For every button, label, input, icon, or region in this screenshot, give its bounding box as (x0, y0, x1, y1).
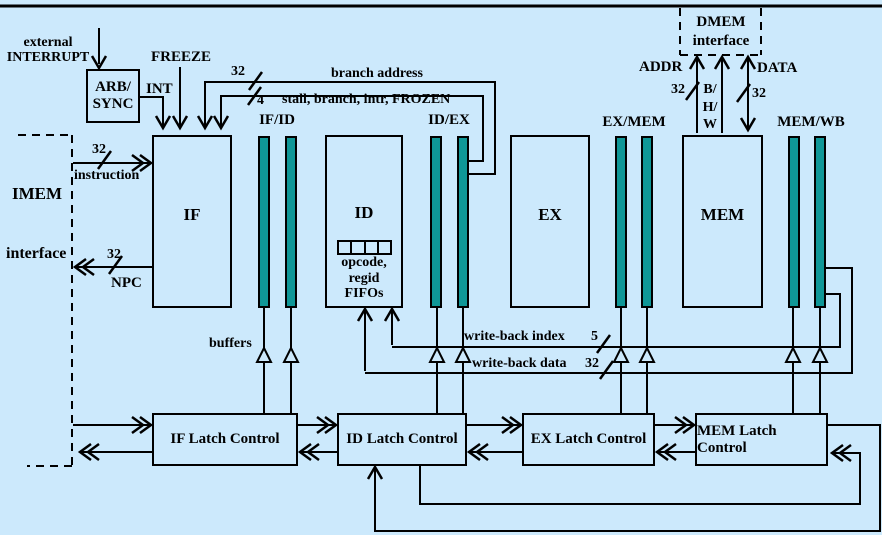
ex-mem-latch-bar-1 (615, 136, 627, 308)
mem-stage-label: MEM (700, 205, 745, 224)
ex-latch-control-box: EX Latch Control (522, 413, 655, 466)
arb-sync-label-line2: SYNC (92, 96, 134, 112)
ex-mem-latch-bar-2 (641, 136, 653, 308)
mem-wb-latch-bar-2 (814, 136, 826, 308)
arb-sync-label-line1: ARB/ (95, 79, 131, 95)
branch-address-label: branch address (331, 66, 423, 81)
id-latch-control-box: ID Latch Control (337, 413, 467, 466)
mem-latch-control-box: MEM Latch Control (695, 413, 828, 466)
bus-width-slashes (96, 71, 752, 380)
writeback-data-label: write-back data (472, 356, 567, 371)
id-fifo-cells (337, 240, 392, 255)
if-stage-box (152, 135, 232, 308)
mem-wb-latch-bar-1 (788, 136, 800, 308)
ex-mem-latch-label: EX/MEM (602, 114, 666, 130)
writeback-index-width: 5 (591, 329, 598, 344)
buffers-label: buffers (209, 336, 252, 351)
stall-bus-width: 4 (257, 93, 264, 108)
id-ex-latch-bar-2 (457, 136, 469, 308)
id-ex-latch-label: ID/EX (428, 112, 470, 128)
int-label: INT (146, 81, 173, 97)
addr-bus-width: 32 (671, 82, 685, 97)
imem-dmem-dashed-outlines (18, 8, 762, 467)
if-id-latch-label: IF/ID (259, 112, 295, 128)
freeze-label: FREEZE (151, 49, 212, 65)
id-stage-label: ID (354, 203, 374, 222)
npc-bus-width: 32 (107, 247, 121, 262)
if-stage-label: IF (183, 205, 201, 224)
data-label: DATA (757, 60, 798, 76)
id-stage-box (325, 135, 403, 308)
id-latch-control-label: ID Latch Control (346, 431, 458, 447)
if-id-latch-bar-1 (258, 136, 270, 308)
data-bus-width: 32 (752, 86, 766, 101)
dmem-interface-label: DMEM interface (692, 14, 750, 49)
addr-label: ADDR (639, 59, 683, 75)
if-id-latch-bar-2 (285, 136, 297, 308)
id-fifo-label: opcode, regid FIFOs (341, 255, 387, 302)
mem-wb-latch-label: MEM/WB (777, 114, 845, 130)
imem-outline (18, 134, 73, 467)
if-latch-control-box: IF Latch Control (152, 413, 298, 466)
mem-latch-control-label: MEM Latch Control (697, 422, 777, 456)
external-interrupt-label: external INTERRUPT (6, 35, 90, 65)
stall-signals-label: stall, branch, intr, FROZEN (282, 92, 451, 107)
id-ex-latch-bar-1 (430, 136, 442, 308)
mem-stage-box (682, 135, 763, 308)
ex-stage-label: EX (538, 205, 562, 224)
instruction-bus-width: 32 (92, 142, 106, 157)
branch-bus-width: 32 (231, 64, 245, 79)
bhw-label: B/ H/ W (702, 82, 718, 132)
buffer-triangles (255, 345, 829, 363)
writeback-data-width: 32 (585, 356, 599, 371)
writeback-index-label: write-back index (464, 329, 565, 344)
imem-label: IMEM (12, 184, 63, 203)
instruction-label: instruction (74, 168, 140, 183)
imem-interface-label: interface (6, 245, 67, 262)
dmem-outline (679, 8, 762, 56)
ex-latch-control-label: EX Latch Control (530, 431, 647, 447)
npc-label: NPC (111, 275, 142, 291)
arb-sync-box: ARB/ SYNC (86, 69, 140, 123)
ex-stage-box (510, 135, 590, 308)
if-latch-control-label: IF Latch Control (170, 431, 280, 447)
